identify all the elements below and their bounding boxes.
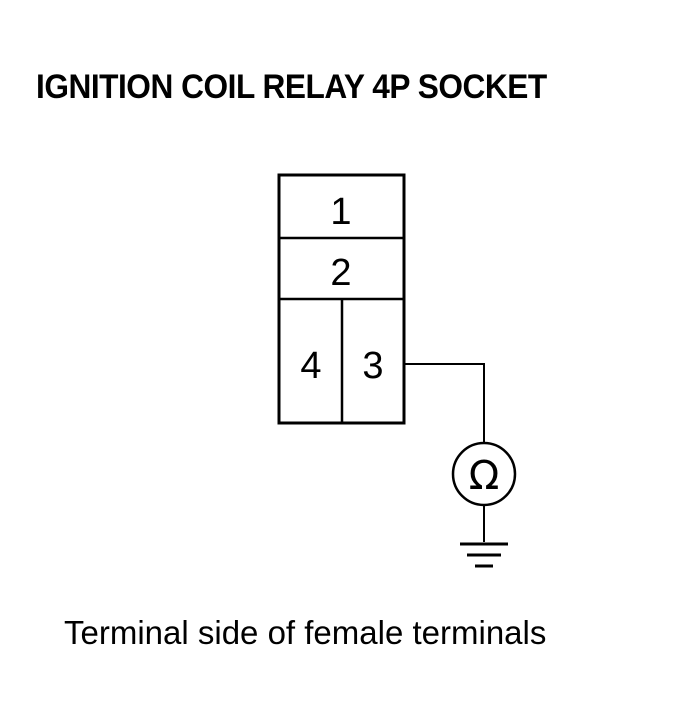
diagram-caption: Terminal side of female terminals: [64, 614, 547, 651]
terminal-1-label: 1: [330, 191, 351, 233]
terminal-4-label: 4: [300, 345, 321, 387]
diagram-title: IGNITION COIL RELAY 4P SOCKET: [36, 68, 547, 106]
ground-symbol-icon: [460, 542, 508, 568]
terminal-2-label: 2: [330, 252, 351, 294]
test-lead-wire: [404, 363, 485, 442]
ohm-symbol: Ω: [469, 453, 500, 499]
terminal-3-label: 3: [362, 345, 383, 387]
ohmmeter-icon: Ω: [451, 441, 517, 507]
